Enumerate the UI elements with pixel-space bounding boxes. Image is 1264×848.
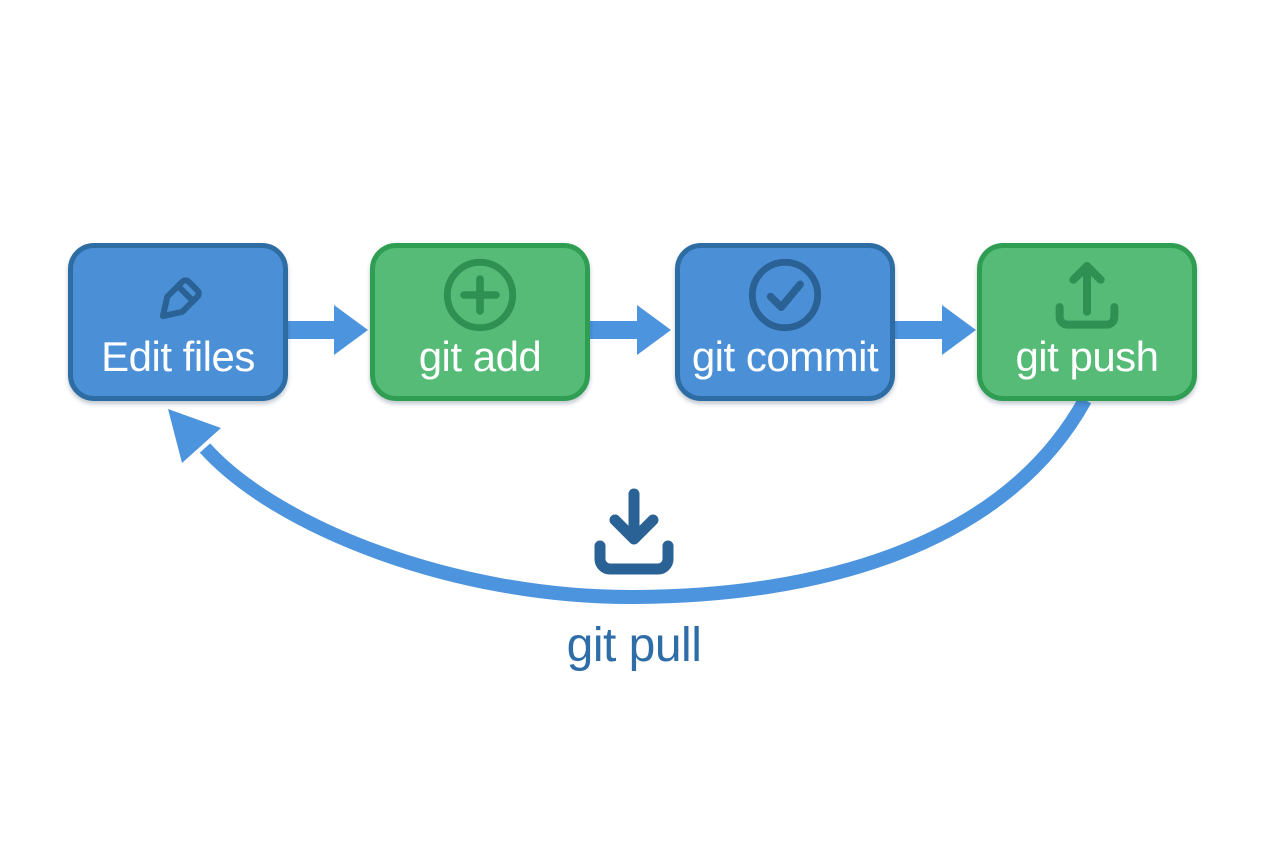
arrow-pull-curve <box>199 396 1092 605</box>
node-label: Edit files <box>101 333 255 380</box>
node-git-add: git add <box>370 243 590 401</box>
pencil-icon <box>159 277 202 320</box>
upload-icon <box>1055 262 1119 329</box>
node-label: git add <box>418 333 542 380</box>
node-label: git push <box>1015 333 1159 380</box>
node-git-push: git push <box>977 243 1197 401</box>
node-label: git commit <box>691 333 879 380</box>
node-git-commit: git commit <box>675 243 895 401</box>
node-edit-files: Edit files <box>68 243 288 401</box>
arrow-edit-to-add <box>284 305 368 355</box>
arrow-commit-to-push <box>892 305 976 355</box>
check-circle-icon <box>748 258 822 332</box>
download-icon <box>594 488 674 575</box>
arrow-pull-head <box>168 409 221 463</box>
plus-circle-icon <box>443 258 517 332</box>
pull-label: git pull <box>566 619 702 672</box>
arrow-add-to-commit <box>587 305 671 355</box>
